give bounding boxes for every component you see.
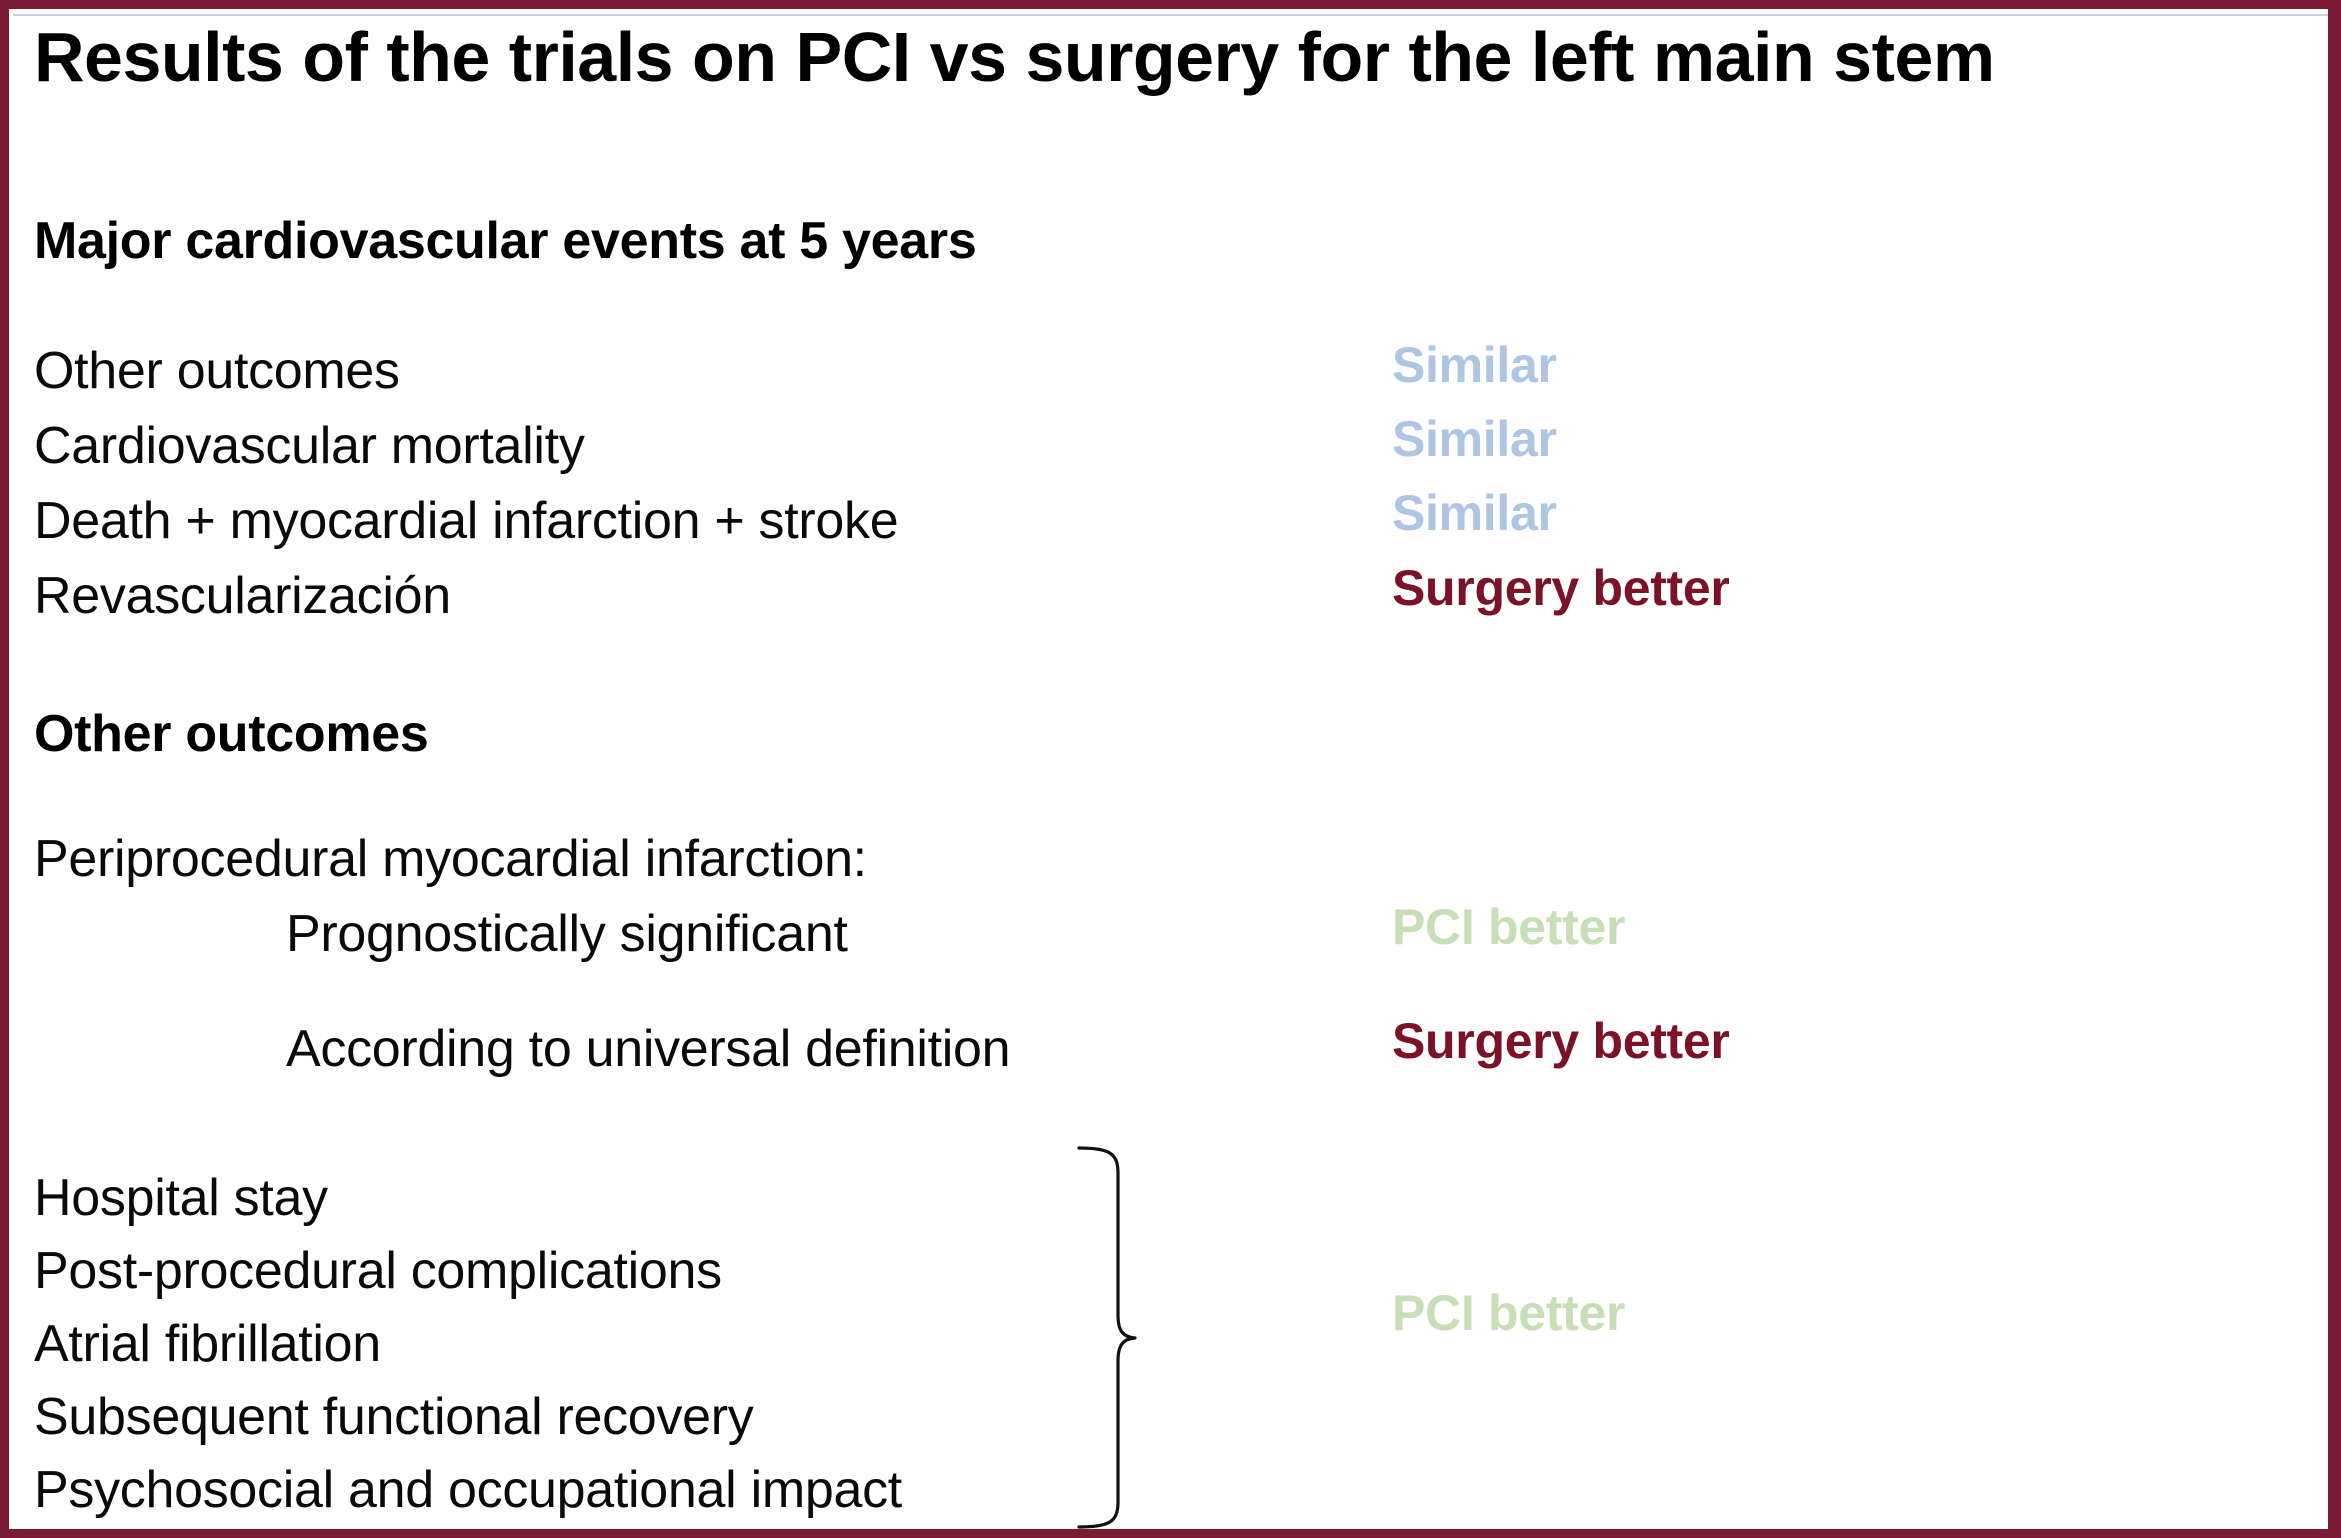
right-curly-brace-icon — [1075, 1145, 1165, 1530]
outcome-label-atrial-fibrillation: Atrial fibrillation — [34, 1315, 381, 1373]
verdict-other-outcomes: Similar — [1392, 337, 1557, 393]
outcome-label-universal-definition: According to universal definition — [286, 1020, 1011, 1078]
outcome-label-death-mi-stroke: Death + myocardial infarction + stroke — [34, 492, 899, 550]
outcome-label-hospital-stay: Hospital stay — [34, 1169, 328, 1227]
outcome-label-subsequent-functional-recovery: Subsequent functional recovery — [34, 1388, 754, 1446]
outcome-label-cardiovascular-mortality: Cardiovascular mortality — [34, 417, 585, 475]
verdict-grouped-other-outcomes: PCI better — [1392, 1285, 1626, 1341]
verdict-death-mi-stroke: Similar — [1392, 485, 1557, 541]
section-heading-other-outcomes: Other outcomes — [34, 705, 429, 763]
verdict-cardiovascular-mortality: Similar — [1392, 411, 1557, 467]
verdict-universal-definition: Surgery better — [1392, 1013, 1730, 1069]
outcome-label-psychosocial-occupational-impact: Psychosocial and occupational impact — [34, 1461, 902, 1519]
outcome-label-other-outcomes: Other outcomes — [34, 342, 400, 400]
outcome-label-prognostically-significant: Prognostically significant — [286, 905, 848, 963]
outcome-label-post-procedural-complications: Post-procedural complications — [34, 1242, 722, 1300]
section-heading-major-events: Major cardiovascular events at 5 years — [34, 212, 977, 270]
verdict-revascularizacion: Surgery better — [1392, 560, 1730, 616]
lead-in-periprocedural-mi: Periprocedural myocardial infarction: — [34, 830, 867, 888]
page-title: Results of the trials on PCI vs surgery … — [34, 18, 1995, 96]
outcome-label-revascularizacion: Revascularización — [34, 567, 451, 625]
verdict-prognostically-significant: PCI better — [1392, 899, 1626, 955]
